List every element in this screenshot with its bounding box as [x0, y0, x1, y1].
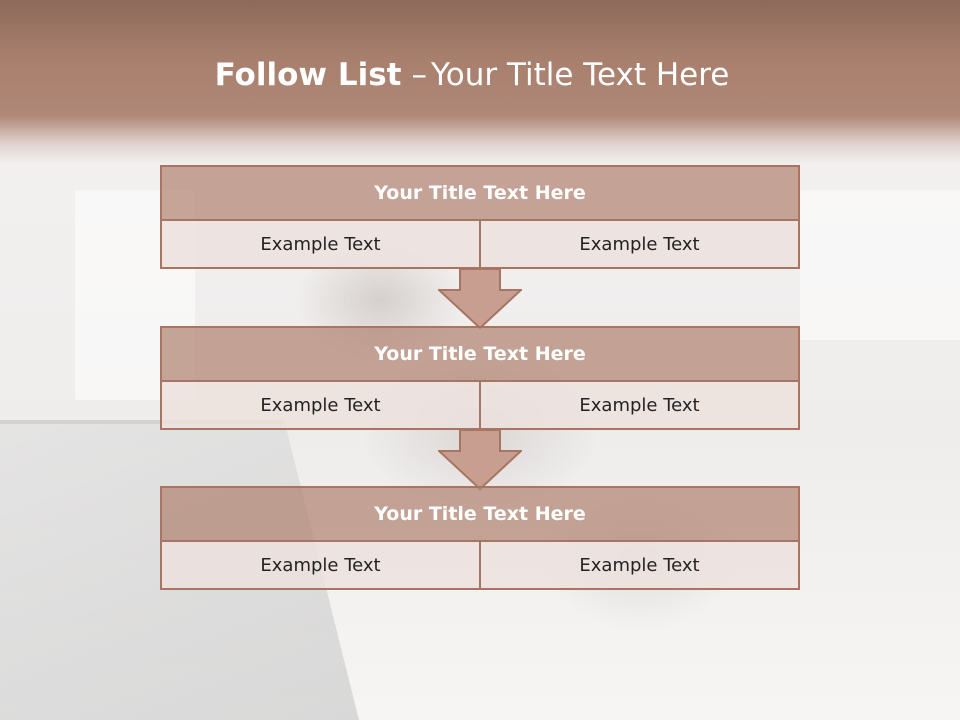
list-block: Your Title Text Here Example Text Exampl… — [160, 486, 800, 590]
down-arrow-icon — [438, 429, 522, 491]
background-window — [800, 190, 960, 340]
block-cell-right: Example Text — [479, 380, 800, 430]
block-cell-left: Example Text — [160, 540, 481, 590]
block-cell-left: Example Text — [160, 219, 481, 269]
block-row: Example Text Example Text — [160, 219, 800, 269]
title-bold: Follow List — [214, 57, 402, 93]
title-rest: Your Title Text Here — [430, 57, 730, 93]
block-row: Example Text Example Text — [160, 540, 800, 590]
block-cell-right: Example Text — [479, 219, 800, 269]
block-cell-left: Example Text — [160, 380, 481, 430]
down-arrow-icon — [438, 268, 522, 330]
block-cell-right: Example Text — [479, 540, 800, 590]
block-title: Your Title Text Here — [160, 165, 800, 221]
list-block: Your Title Text Here Example Text Exampl… — [160, 326, 800, 430]
block-title: Your Title Text Here — [160, 486, 800, 542]
block-row: Example Text Example Text — [160, 380, 800, 430]
header-band — [0, 0, 960, 165]
block-title: Your Title Text Here — [160, 326, 800, 382]
title-dash: – — [411, 57, 427, 93]
slide-title: Follow List–Your Title Text Here — [0, 52, 944, 98]
list-block: Your Title Text Here Example Text Exampl… — [160, 165, 800, 269]
